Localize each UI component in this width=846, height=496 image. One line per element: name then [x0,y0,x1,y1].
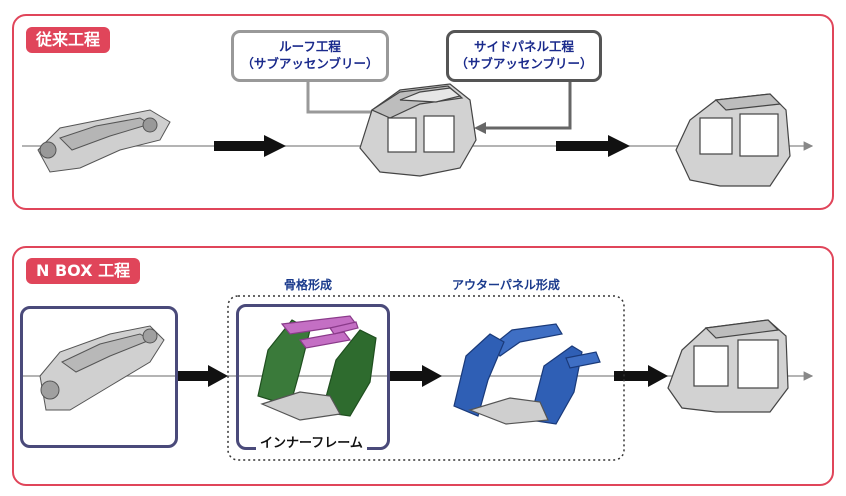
nbox-completed-body-image [667,319,789,413]
nbox-flow-arrow-3 [614,365,668,387]
inner-frame-caption: インナーフレーム [256,432,367,451]
frame-forming-label: 骨格形成 [284,278,333,292]
inner-frame-image [257,315,377,421]
floor-box [20,306,178,448]
nbox-flow-arrow-1 [178,365,228,387]
side-panel-process-line-2: （サブアッセンブリー） [455,56,593,71]
side-panel-process-callout: サイドパネル工程 （サブアッセンブリー） [446,30,602,82]
outer-panel-image [453,323,601,425]
inner-frame-box [236,304,390,450]
nbox-flow-arrow-2 [390,365,442,387]
body-assembly-image [359,83,477,177]
floor-assembly-image [37,109,171,173]
nbox-floor-image [39,325,165,411]
side-panel-process-line-1: サイドパネル工程 [473,39,574,54]
outer-panel-forming-label: アウターパネル形成 [452,278,560,292]
completed-body-image [675,93,791,187]
roof-process-line-2: （サブアッセンブリー） [241,56,379,71]
top-flow-arrow-2 [556,135,630,157]
nbox-process-title: N BOX 工程 [26,258,141,284]
roof-process-callout: ルーフ工程 （サブアッセンブリー） [231,30,389,82]
conventional-process-title: 従来工程 [26,27,111,53]
side-connector [474,82,572,134]
top-flow-arrow-1 [214,135,286,157]
roof-process-line-1: ルーフ工程 [279,39,341,54]
